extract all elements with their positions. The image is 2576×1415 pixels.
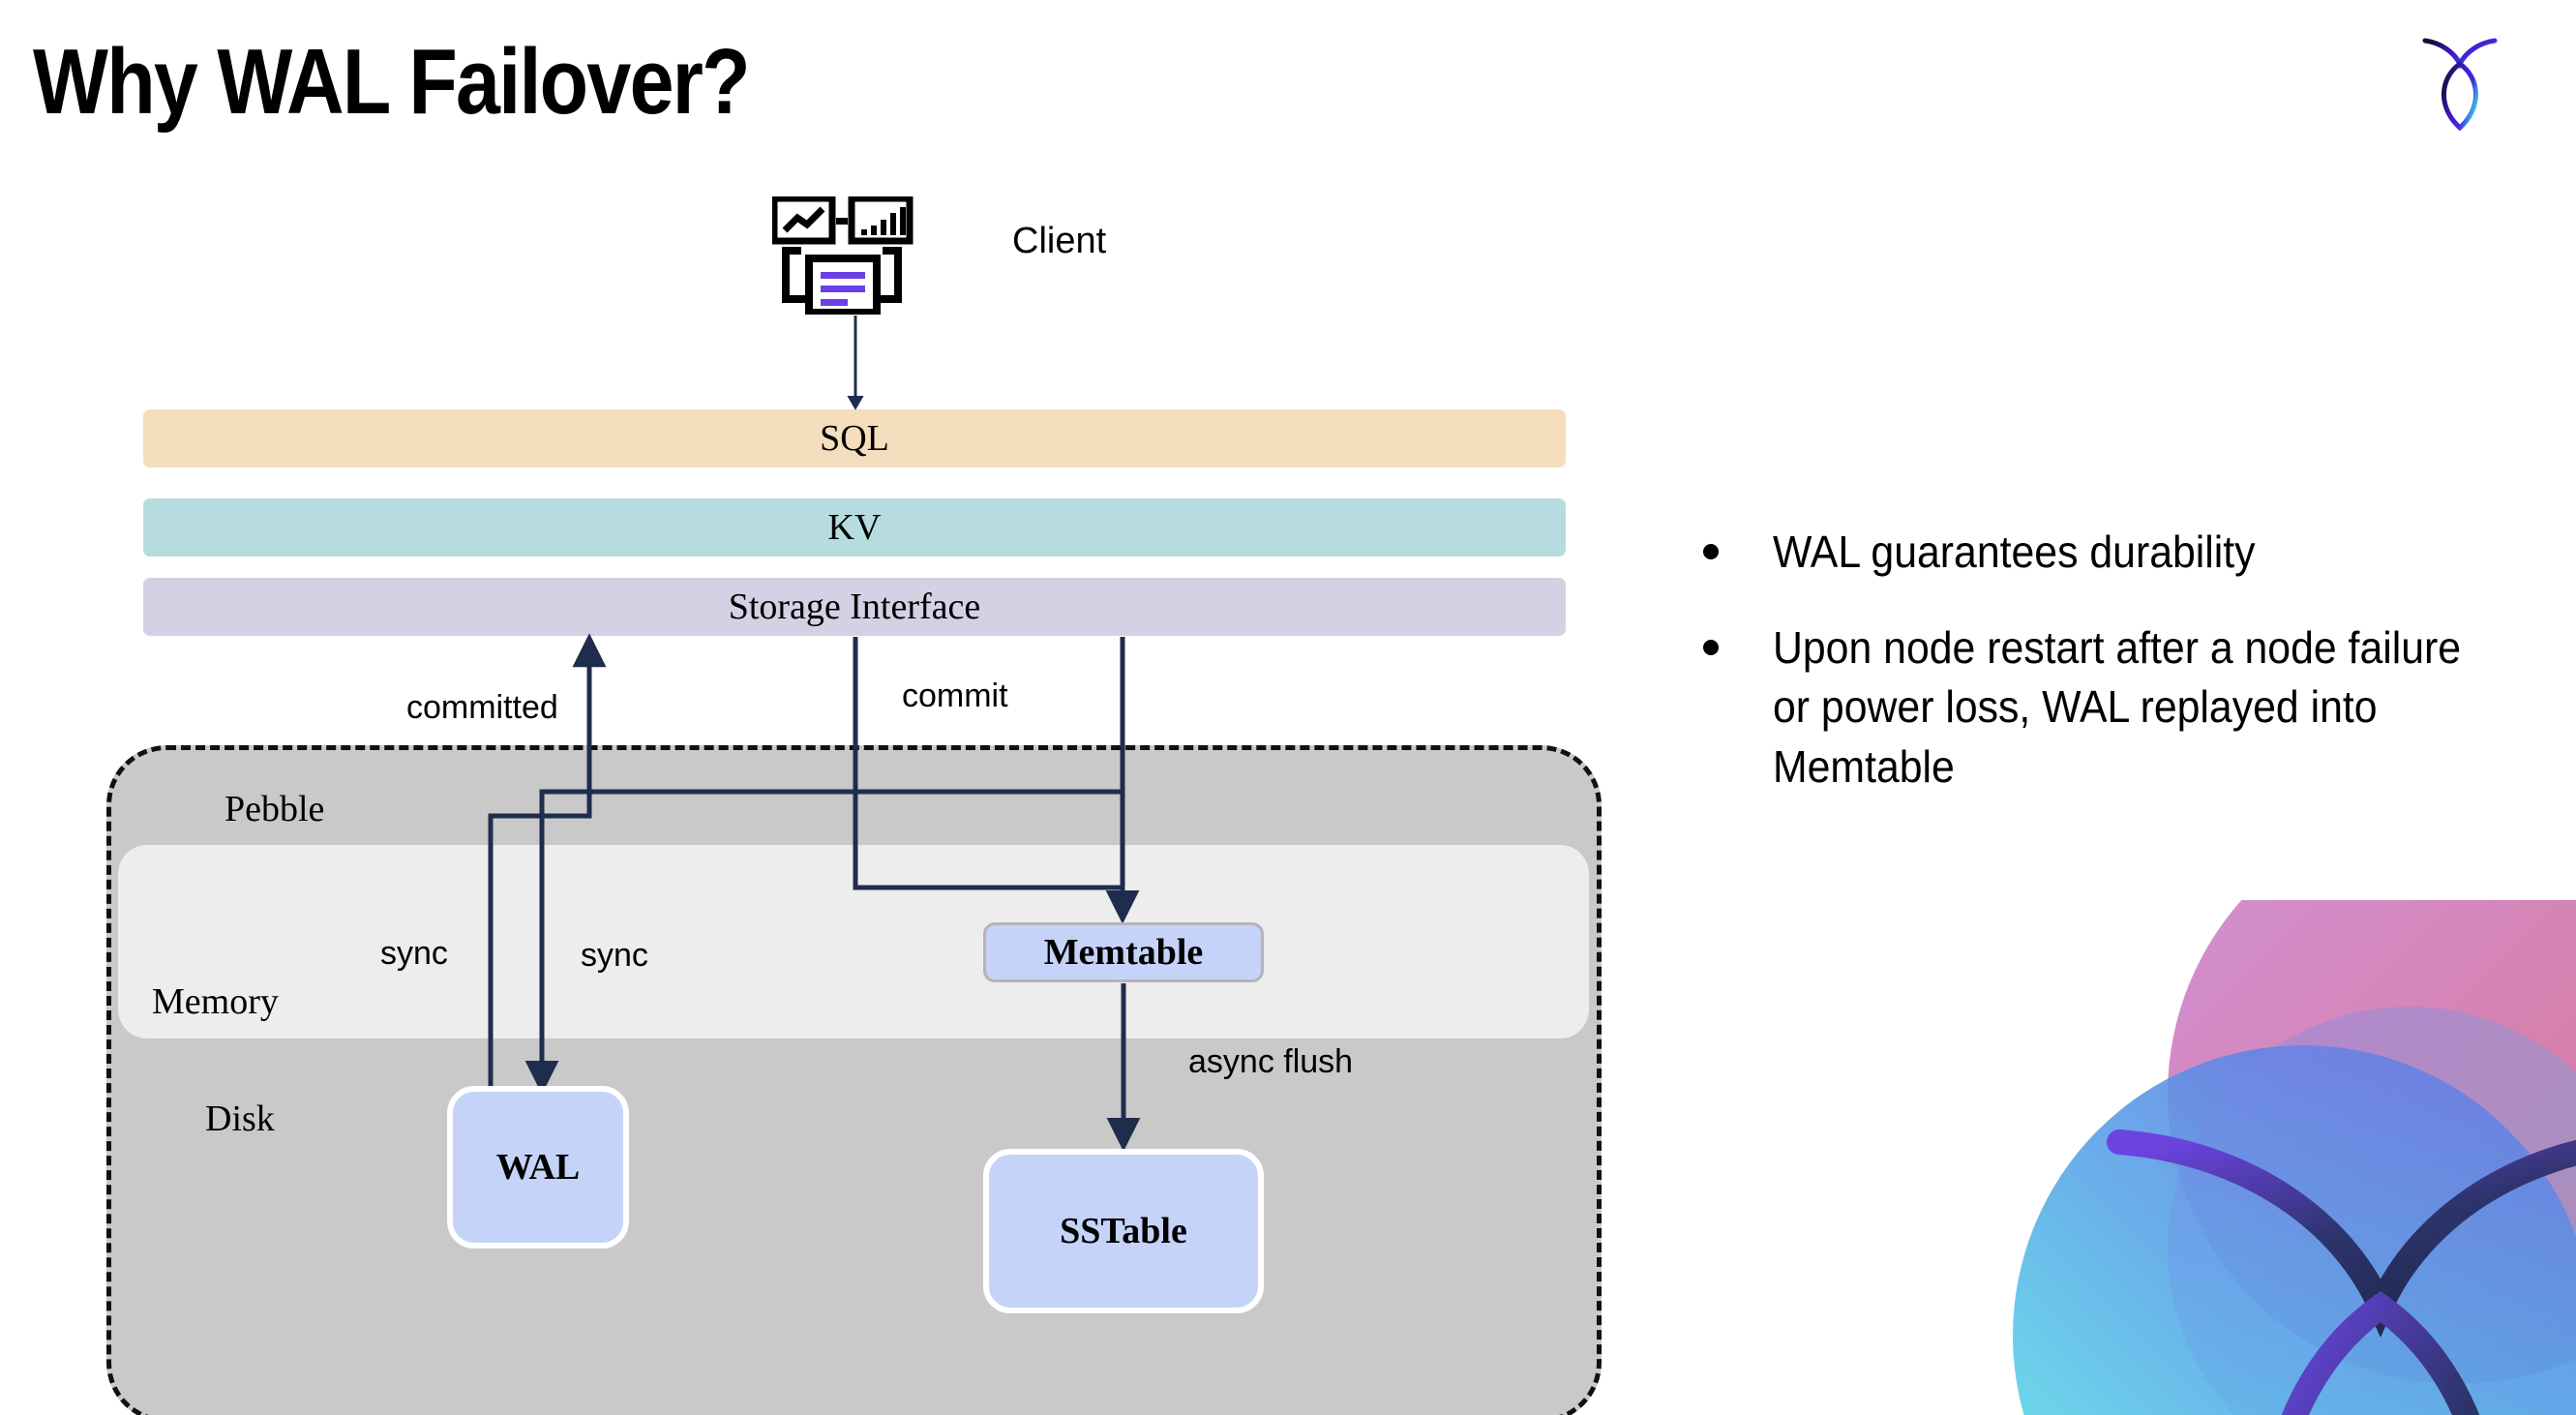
node-sstable: SSTable bbox=[983, 1149, 1264, 1313]
edge-label-commit: commit bbox=[902, 677, 1008, 714]
node-label-wal: WAL bbox=[495, 1147, 581, 1188]
bullet-text: WAL guarantees durability bbox=[1773, 527, 2256, 577]
layer-bar-kv: KV bbox=[143, 498, 1566, 557]
bullet-list: WAL guarantees durability Upon node rest… bbox=[1703, 523, 2535, 833]
layer-label-sql: SQL bbox=[820, 418, 889, 459]
layer-bar-sql: SQL bbox=[143, 409, 1566, 467]
node-label-sstable: SSTable bbox=[1060, 1211, 1187, 1251]
cockroach-logo-icon bbox=[2411, 27, 2508, 134]
layer-bar-storage-interface: Storage Interface bbox=[143, 578, 1566, 636]
client-dashboard-icon bbox=[770, 195, 927, 316]
memory-label: Memory bbox=[152, 981, 279, 1022]
bullet-dot-icon bbox=[1703, 544, 1719, 559]
list-item: Upon node restart after a node failure o… bbox=[1703, 618, 2535, 797]
edge-label-committed: committed bbox=[406, 689, 558, 726]
edge-label-async-flush: async flush bbox=[1188, 1043, 1354, 1080]
page-title: Why WAL Failover? bbox=[33, 30, 751, 134]
edge-label-sync-2: sync bbox=[581, 937, 648, 974]
client-label: Client bbox=[1012, 221, 1107, 261]
node-label-memtable: Memtable bbox=[1043, 932, 1204, 973]
layer-label-storage-interface: Storage Interface bbox=[728, 587, 981, 627]
memory-region bbox=[118, 845, 1589, 1039]
node-wal: WAL bbox=[447, 1086, 629, 1249]
pebble-label: Pebble bbox=[225, 789, 325, 829]
node-memtable: Memtable bbox=[983, 922, 1264, 982]
layer-label-kv: KV bbox=[827, 507, 882, 548]
edge-label-sync-1: sync bbox=[380, 935, 448, 972]
disk-label: Disk bbox=[205, 1099, 275, 1139]
bullet-dot-icon bbox=[1703, 640, 1719, 656]
decorative-watermark bbox=[1955, 900, 2576, 1415]
bullet-text: Upon node restart after a node failure o… bbox=[1773, 622, 2462, 792]
list-item: WAL guarantees durability bbox=[1703, 523, 2535, 582]
